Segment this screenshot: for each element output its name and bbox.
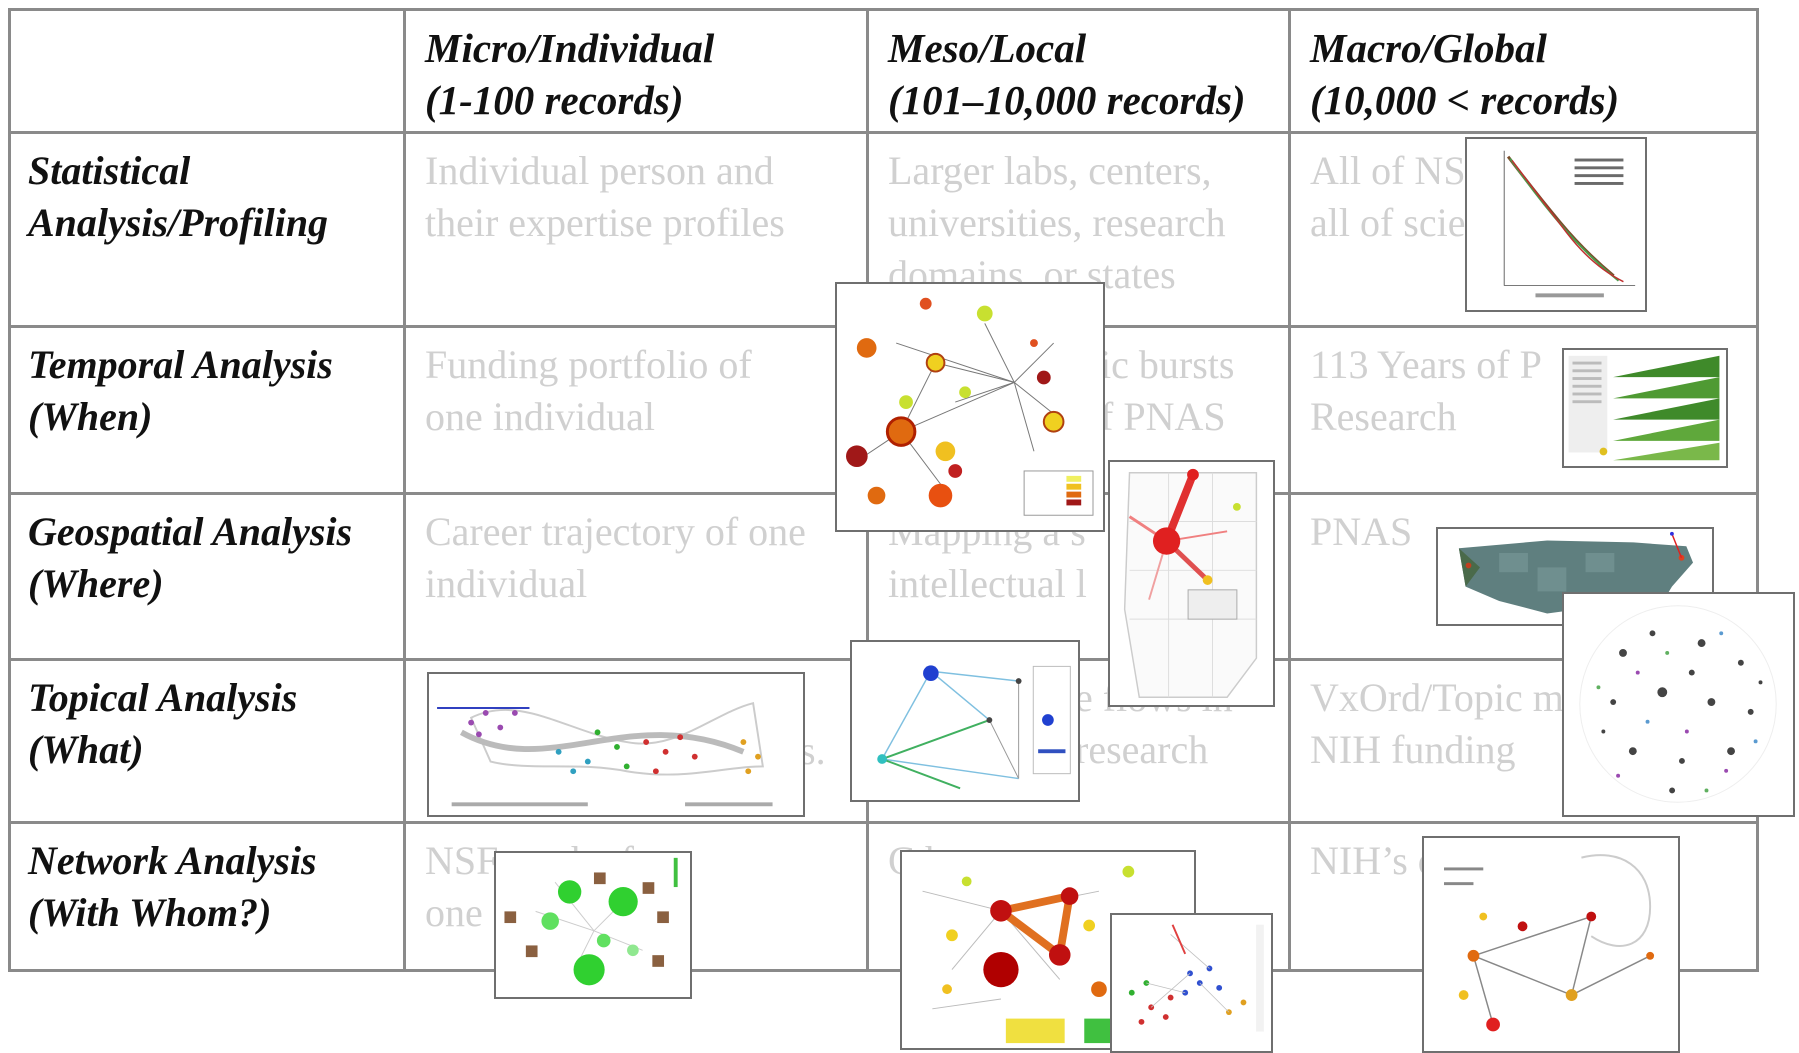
cell-temporal-macro: 113 Years of P Research [1310, 342, 1542, 439]
cell-statistical-meso: Larger labs, centers, universities, rese… [888, 148, 1226, 295]
table-border-bottom [8, 969, 1759, 972]
table-col-divider [403, 8, 406, 972]
table-row-divider [8, 131, 1759, 134]
cell-geospatial-micro: Career trajectory of one individual [425, 509, 806, 606]
row-header-topical: Topical Analysis (What) [28, 675, 298, 772]
table-row-divider [8, 821, 1759, 824]
column-header-macro: Macro/Global (10,000 < records) [1310, 25, 1620, 123]
state-map-thumbnail [1108, 460, 1275, 707]
row-header-network: Network Analysis (With Whom?) [28, 838, 317, 935]
collaboration-cluster-thumbnail [1110, 913, 1273, 1053]
row-header-statistical: Statistical Analysis/Profiling [28, 148, 329, 245]
nih-network-thumbnail [1422, 836, 1680, 1053]
topic-scatter-thumbnail [1562, 592, 1795, 817]
flow-map-thumbnail [850, 640, 1080, 802]
cell-topical-macro: VxOrd/Topic m NIH funding [1310, 675, 1564, 772]
burst-network-thumbnail [835, 282, 1105, 532]
coauthor-network-thumbnail [494, 851, 692, 999]
topic-network-thumbnail [427, 672, 805, 817]
cell-statistical-micro: Individual person and their expertise pr… [425, 148, 785, 245]
powerlaw-plot-thumbnail [1465, 137, 1647, 312]
cell-geospatial-macro: PNAS [1310, 509, 1413, 554]
row-header-temporal: Temporal Analysis (When) [28, 342, 333, 439]
cell-temporal-micro: Funding portfolio of one individual [425, 342, 752, 439]
table-border-right [1756, 8, 1759, 972]
column-header-micro: Micro/Individual (1-100 records) [425, 25, 715, 123]
stacked-histogram-thumbnail [1562, 348, 1728, 468]
table-col-divider [1288, 8, 1291, 972]
table-border-top [8, 8, 1759, 11]
cell-temporal-meso: ic bursts f PNAS [1100, 342, 1235, 439]
table-border-left [8, 8, 11, 972]
row-header-geospatial: Geospatial Analysis (Where) [28, 509, 353, 606]
column-header-meso: Meso/Local (101–10,000 records) [888, 25, 1246, 123]
